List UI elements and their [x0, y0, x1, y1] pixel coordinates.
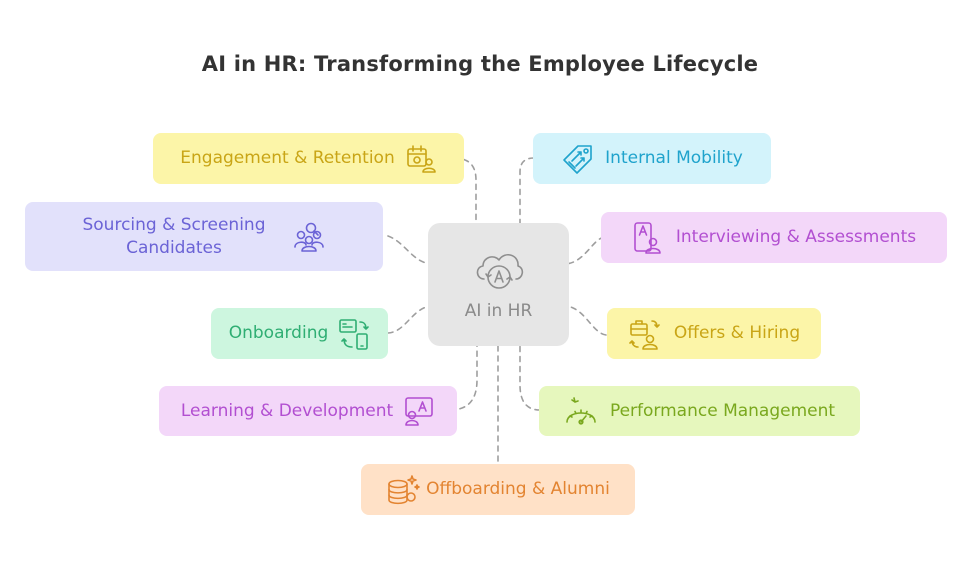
phone-user-icon [634, 221, 661, 254]
connector-offers [565, 305, 607, 336]
learner-screen-icon [405, 397, 433, 426]
diagram-title: AI in HR: Transforming the Employee Life… [201, 52, 759, 76]
node-sourcing-screening: Sourcing & Screening Candidates [25, 202, 383, 271]
node-engagement-retention: Engagement & Retention [153, 133, 464, 184]
node-offboarding-alumni: Offboarding & Alumni [361, 464, 635, 515]
node-label: Offers & Hiring [673, 323, 801, 343]
ai-cloud-icon [476, 253, 524, 289]
node-label: Internal Mobility [605, 148, 743, 168]
node-label-line1: Sourcing & Screening [82, 214, 266, 235]
node-label: Interviewing & Assessments [675, 227, 917, 247]
node-label: Sourcing & Screening Candidates [82, 214, 265, 260]
node-offers-hiring: Offers & Hiring [607, 308, 821, 359]
connector-interviewing [565, 236, 605, 265]
devices-sync-icon [339, 318, 370, 350]
node-label: Onboarding [228, 323, 329, 343]
group-search-icon [293, 222, 324, 252]
node-label-line2: Candidates [126, 237, 222, 258]
node-label: Learning & Development [180, 400, 394, 421]
node-interviewing-assessments: Interviewing & Assessments [601, 212, 947, 263]
tag-arrows-icon [563, 144, 592, 174]
calendar-user-icon [406, 144, 436, 173]
gauge-icon [566, 397, 596, 425]
connector-mobility [519, 157, 535, 224]
connector-sourcing [387, 235, 432, 265]
node-label: Offboarding & Alumni [426, 479, 610, 499]
node-label: Engagement & Retention [180, 148, 395, 168]
briefcase-user-icon [629, 319, 660, 350]
node-internal-mobility: Internal Mobility [533, 133, 771, 184]
node-label: Performance Management [609, 400, 836, 421]
node-learning-development: Learning & Development [159, 386, 457, 436]
node-performance-management: Performance Management [539, 386, 860, 436]
connector-performance [519, 345, 541, 411]
node-onboarding: Onboarding [211, 308, 388, 359]
connector-onboarding [387, 305, 432, 334]
database-sparkle-icon [388, 474, 420, 504]
central-hub-label: AI in HR [464, 301, 533, 321]
central-hub: AI in HR [428, 223, 569, 346]
